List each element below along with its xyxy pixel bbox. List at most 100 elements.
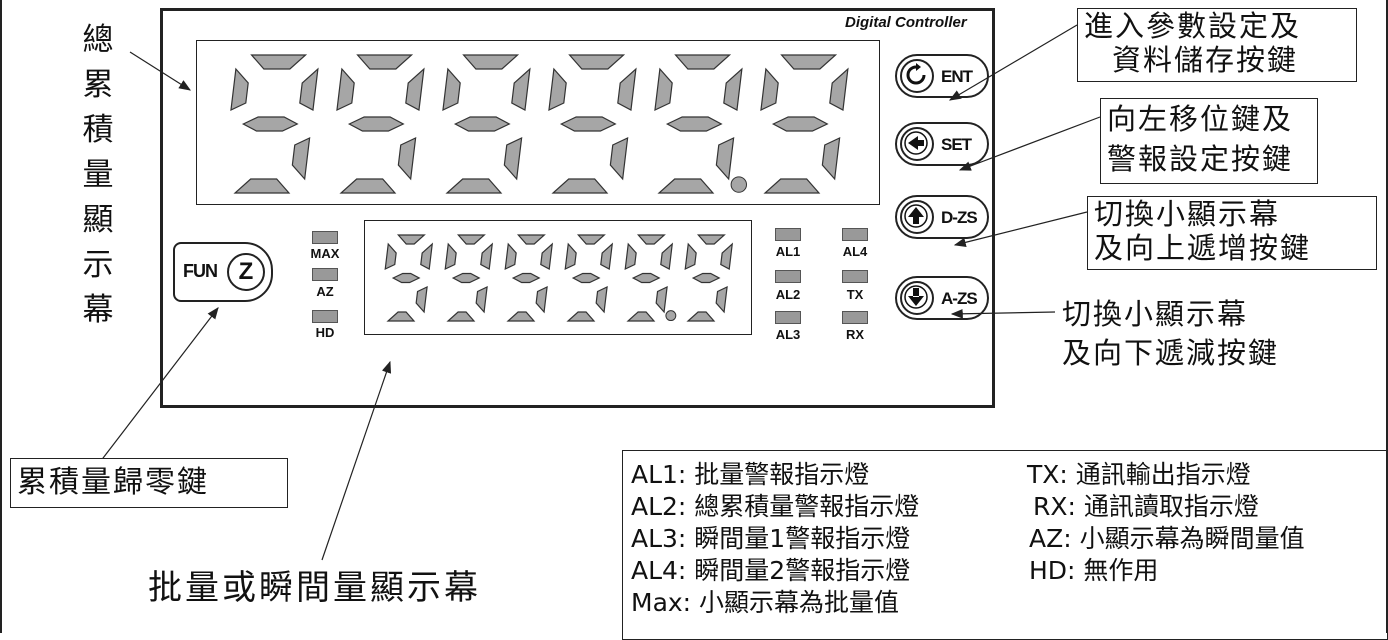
legend-tx: TX: 通訊輸出指示燈 xyxy=(1027,460,1251,489)
segment-c xyxy=(609,136,629,181)
ent-desc-line2: 資料儲存按鍵 xyxy=(1112,43,1299,77)
legend-al4: AL4: 瞬間量2警報指示燈 xyxy=(631,556,911,585)
segment-d xyxy=(445,178,503,194)
segment-c xyxy=(415,285,428,314)
azs-desc-line1: 切換小顯示幕 xyxy=(1062,297,1249,331)
segment-f xyxy=(624,242,637,271)
led-hd xyxy=(312,310,338,323)
callout-line-ent xyxy=(948,24,1078,101)
segment-c xyxy=(503,136,523,181)
segment-d xyxy=(551,178,609,194)
segment-c xyxy=(535,285,548,314)
set-callout-box: 向左移位鍵及 警報設定按鍵 xyxy=(1100,98,1318,184)
led-rx xyxy=(842,311,868,324)
segment-g xyxy=(511,272,541,284)
segment-a xyxy=(462,54,520,70)
segment-g xyxy=(665,116,723,132)
segment-f xyxy=(384,242,397,271)
fun-z-button[interactable]: FUN Z xyxy=(173,242,273,302)
segment-g xyxy=(453,116,511,132)
dzs-desc-line2: 及向上遞增按鍵 xyxy=(1094,231,1312,265)
segment-c xyxy=(595,285,608,314)
callout-line-batch xyxy=(321,360,392,561)
set-button[interactable]: SET xyxy=(895,122,989,166)
segment-a xyxy=(636,234,666,245)
up-arrow-icon xyxy=(904,204,928,228)
segment-g xyxy=(691,272,721,284)
led-al3-label: AL3 xyxy=(775,327,801,342)
set-button-label: SET xyxy=(941,135,972,154)
segment-f xyxy=(230,67,249,112)
segment-a xyxy=(674,54,732,70)
led-al1-label: AL1 xyxy=(775,244,801,259)
azs-desc-line2: 及向下遞減按鍵 xyxy=(1062,336,1280,370)
segment-a xyxy=(516,234,546,245)
fun-button-label: FUN xyxy=(183,261,218,281)
segment-f xyxy=(654,67,673,112)
legend-al3: AL3: 瞬間量1警報指示燈 xyxy=(631,524,911,553)
z-button-label: Z xyxy=(227,253,265,291)
segment-d xyxy=(506,311,536,322)
segment-g xyxy=(347,116,405,132)
led-al2 xyxy=(775,270,801,283)
segment-f xyxy=(442,67,461,112)
segment-g xyxy=(391,272,421,284)
led-al1 xyxy=(775,228,801,241)
segment-g xyxy=(451,272,481,284)
azs-button[interactable]: A-ZS xyxy=(895,276,989,320)
dzs-callout-box: 切換小顯示幕 及向上遞增按鍵 xyxy=(1087,196,1377,270)
segment-a xyxy=(250,54,308,70)
segment-c xyxy=(821,136,841,181)
decimal-point xyxy=(665,310,677,322)
segment-b xyxy=(600,242,614,270)
segment-c xyxy=(291,136,311,181)
legend-al1: AL1: 批量警報指示燈 xyxy=(631,460,870,489)
led-al4 xyxy=(842,228,868,241)
led-max-label: MAX xyxy=(310,246,340,261)
callout-line-dzs xyxy=(953,211,1088,248)
dzs-button[interactable]: D-ZS xyxy=(895,195,989,239)
segment-d xyxy=(446,311,476,322)
segment-d xyxy=(566,311,596,322)
segment-d xyxy=(686,311,716,322)
legend-hd: HD: 無作用 xyxy=(1029,556,1159,585)
controller-panel xyxy=(160,8,995,408)
legend-al2: AL2: 總累積量警報指示燈 xyxy=(631,492,920,521)
segment-b xyxy=(660,242,674,270)
ent-button[interactable]: ENT xyxy=(895,54,989,98)
legend-box: AL1: 批量警報指示燈 AL2: 總累積量警報指示燈 AL3: 瞬間量1警報指… xyxy=(622,450,1388,640)
callout-line-set xyxy=(958,116,1101,171)
down-arrow-icon xyxy=(904,285,928,309)
segment-b xyxy=(720,242,734,270)
right-edge-line xyxy=(1386,0,1388,633)
segment-d xyxy=(626,311,656,322)
segment-d xyxy=(386,311,416,322)
azs-callout-box: 切換小顯示幕 及向下遞減按鍵 xyxy=(1055,294,1323,376)
led-az-label: AZ xyxy=(316,284,334,299)
led-max xyxy=(312,231,338,244)
segment-f xyxy=(684,242,697,271)
segment-c xyxy=(397,136,417,181)
sub-display xyxy=(364,220,752,335)
brand-label: Digital Controller xyxy=(845,14,967,31)
led-az xyxy=(312,268,338,281)
dzs-button-label: D-ZS xyxy=(941,208,978,227)
azs-button-label: A-ZS xyxy=(941,289,978,308)
segment-g xyxy=(559,116,617,132)
led-al4-label: AL4 xyxy=(842,244,868,259)
segment-d xyxy=(657,178,715,194)
segment-f xyxy=(336,67,355,112)
segment-a xyxy=(456,234,486,245)
segment-d xyxy=(233,178,291,194)
ent-desc-line1: 進入參數設定及 xyxy=(1084,9,1302,43)
batch-display-callout: 批量或瞬間量顯示幕 xyxy=(148,568,481,608)
callout-line-reset xyxy=(99,307,219,463)
set-desc-line2: 警報設定按鍵 xyxy=(1107,142,1294,176)
led-tx xyxy=(842,270,868,283)
segment-a xyxy=(356,54,414,70)
segment-b xyxy=(829,67,849,111)
segment-b xyxy=(540,242,554,270)
segment-f xyxy=(504,242,517,271)
segment-a xyxy=(576,234,606,245)
set-desc-line1: 向左移位鍵及 xyxy=(1107,102,1294,136)
